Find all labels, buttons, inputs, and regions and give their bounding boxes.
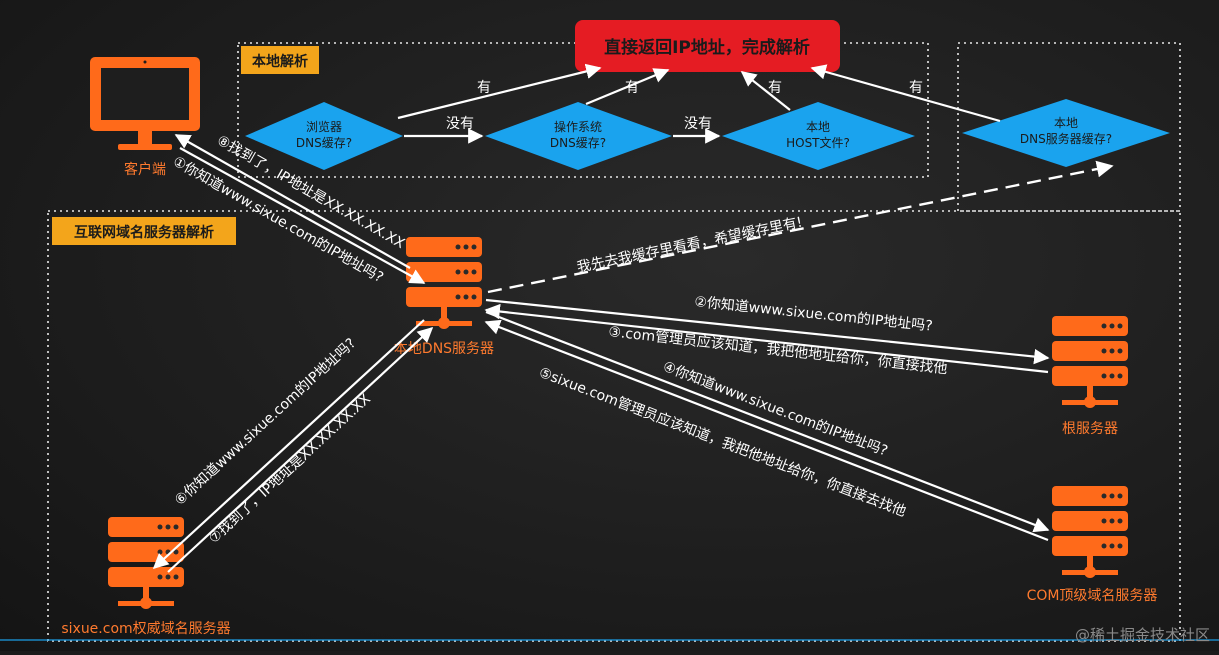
watermark: @稀土掘金技术社区 <box>1075 626 1210 644</box>
internet-resolution-label-bg <box>52 217 236 245</box>
os-cache-diamond <box>485 102 672 170</box>
step2-label: ②你知道www.sixue.com的IP地址吗? <box>694 293 934 335</box>
result-banner <box>575 20 840 72</box>
auth-server-label: sixue.com权威域名服务器 <box>61 621 230 637</box>
local-resolution-box <box>237 42 929 178</box>
internet-resolution-label: 互联网域名服务器解析 <box>74 224 214 241</box>
host-file-line1: 本地 <box>806 120 830 134</box>
os-yes-arrow <box>585 68 670 106</box>
com-server-icon <box>1052 486 1128 578</box>
local-dns-yes-arrow <box>810 64 1001 123</box>
os-cache-line1: 操作系统 <box>554 119 602 134</box>
local-resolution-label-bg <box>241 46 319 74</box>
step6-arrow <box>152 319 425 570</box>
local-dns-server-icon <box>406 237 482 329</box>
yes-label-3: 有 <box>768 80 782 96</box>
local-dns-server-label: 本地DNS服务器 <box>394 341 494 357</box>
yes-label-4: 有 <box>909 80 923 96</box>
step3-arrow <box>484 303 1049 374</box>
internet-resolution-box <box>47 210 1181 642</box>
yes-label-2: 有 <box>625 80 639 96</box>
os-cache-line2: DNS缓存? <box>550 136 606 150</box>
auth-server-icon <box>108 517 184 609</box>
no-label-1: 没有 <box>446 116 474 132</box>
browser-cache-diamond <box>245 102 403 170</box>
step7-label: ⑦找到了，IP地址是XX.XX.XX.XX <box>206 391 374 547</box>
root-server-label: 根服务器 <box>1062 421 1118 437</box>
step1-arrow <box>179 147 426 284</box>
client-monitor-icon <box>90 57 200 150</box>
no-label-2: 没有 <box>684 116 712 132</box>
cache-check-label: 我先去我缓存里看看，希望缓存里有! <box>576 214 804 275</box>
com-server-label: COM顶级域名服务器 <box>1027 588 1158 604</box>
client-label: 客户端 <box>124 161 166 178</box>
yes-label-1: 有 <box>477 80 491 96</box>
browser-cache-line1: 浏览器 <box>306 119 342 134</box>
browser-yes-arrow <box>397 63 602 120</box>
browser-cache-line2: DNS缓存? <box>296 136 352 150</box>
local-dns-cache-line1: 本地 <box>1054 116 1078 130</box>
root-server-icon <box>1052 316 1128 408</box>
step5-arrow <box>484 319 1049 542</box>
step2-arrow <box>485 298 1050 365</box>
local-dns-cache-line2: DNS服务器缓存? <box>1020 131 1112 146</box>
cache-check-dashed-arrow <box>487 160 1114 294</box>
step4-arrow <box>485 310 1050 533</box>
host-file-line2: HOST文件? <box>786 135 850 150</box>
step4-label: ④你知道www.sixue.com的IP地址吗? <box>661 358 891 460</box>
result-banner-text: 直接返回IP地址，完成解析 <box>604 37 810 58</box>
host-file-diamond <box>722 102 915 170</box>
step8-arrow <box>174 134 411 269</box>
step7-arrow <box>167 326 434 573</box>
local-dns-cache-diamond <box>962 99 1170 167</box>
local-dns-cache-box <box>957 42 1181 212</box>
local-resolution-label: 本地解析 <box>252 53 308 70</box>
bottom-accent-line <box>0 639 1219 641</box>
host-yes-arrow <box>740 71 791 111</box>
